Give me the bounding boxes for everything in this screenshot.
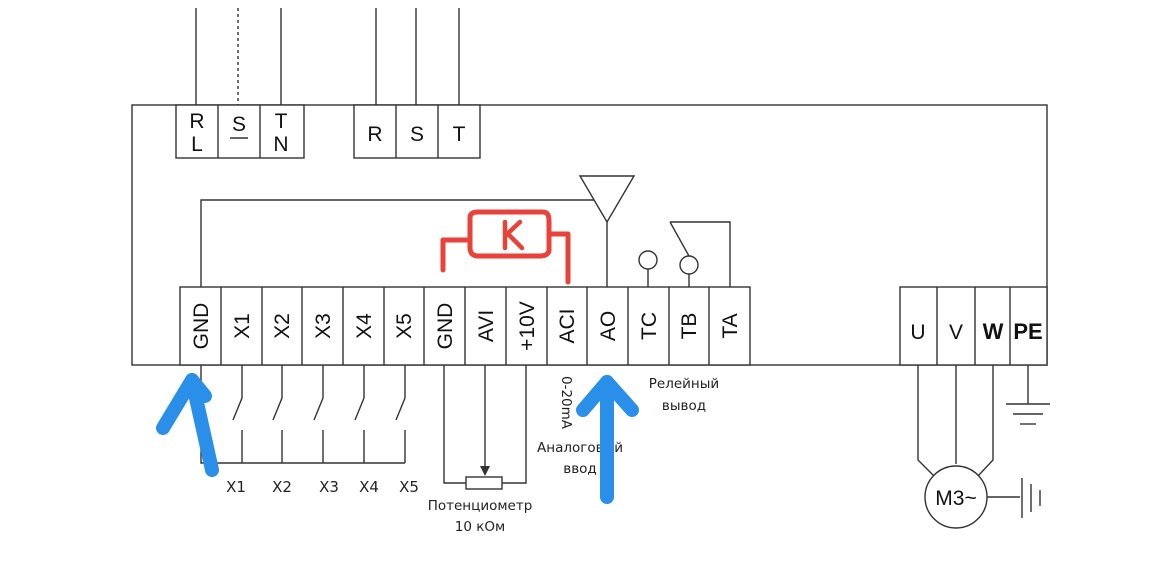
power-input-three: R S T <box>353 104 481 159</box>
potentiometer-value: 10 кОм <box>455 519 505 535</box>
switch-label-x1: X1 <box>226 478 246 496</box>
terminal-avi: AVI <box>475 310 498 342</box>
relay-output-label: Релейный <box>649 376 719 392</box>
terminal-aci: ACI <box>556 308 579 343</box>
terminal-s: S <box>232 113 246 136</box>
blue-arrow-gnd-icon <box>156 373 219 477</box>
terminal-v: V <box>949 321 963 344</box>
terminal-x3: X3 <box>312 313 335 339</box>
terminal-3t: T <box>453 123 466 146</box>
terminal-gnd-2: GND <box>434 303 457 350</box>
terminal-3s: S <box>410 123 424 146</box>
terminal-gnd-1: GND <box>190 303 213 350</box>
ground-icon <box>1006 365 1050 425</box>
terminal-pe: PE <box>1013 319 1042 344</box>
terminal-x5: X5 <box>393 313 416 339</box>
motor-wiring <box>917 365 1041 529</box>
potentiometer-label: Потенциометр <box>428 498 533 514</box>
red-resistor-annotation <box>440 209 571 285</box>
terminal-w: W <box>983 319 1004 344</box>
terminal-x1: X1 <box>231 313 254 339</box>
switch-label-x4: X4 <box>359 478 379 496</box>
switch-label-x2: X2 <box>272 478 292 496</box>
relay-output-label-2: вывод <box>662 398 706 414</box>
ao-triangle-icon <box>578 175 636 224</box>
potentiometer-icon <box>443 365 527 490</box>
terminal-x4: X4 <box>353 313 376 339</box>
analog-input-label-2: ввод <box>563 461 597 477</box>
control-terminal-strip: GND X1 X2 X3 X4 X5 GND AVI +10V ACI AO T… <box>179 286 751 366</box>
terminal-n: N <box>273 133 288 156</box>
digital-input-switches <box>200 365 406 464</box>
switch-label-x3: X3 <box>319 478 339 496</box>
power-input-single: R L S T N <box>175 104 305 159</box>
terminal-ta: TA <box>719 313 742 338</box>
switch-label-x5: X5 <box>399 478 419 496</box>
terminal-x2: X2 <box>271 313 294 339</box>
terminal-l: L <box>191 133 203 156</box>
gnd-bus-wire <box>200 199 598 287</box>
relay-contact-icon <box>638 221 731 287</box>
terminal-u: U <box>910 321 925 344</box>
analog-range-label: 0-20mA <box>558 376 574 430</box>
terminal-tc: TC <box>638 312 661 340</box>
terminal-tb: TB <box>678 313 701 340</box>
terminal-r: R <box>189 110 204 133</box>
terminal-3r: R <box>367 123 382 146</box>
terminal-ao: AO <box>597 311 620 341</box>
terminal-t: T <box>275 110 288 133</box>
motor-label: M3~ <box>935 487 976 510</box>
blue-arrow-ao-icon <box>576 375 639 504</box>
output-terminal-strip: U V W PE <box>899 286 1048 366</box>
terminal-10v: +10V <box>516 301 539 351</box>
